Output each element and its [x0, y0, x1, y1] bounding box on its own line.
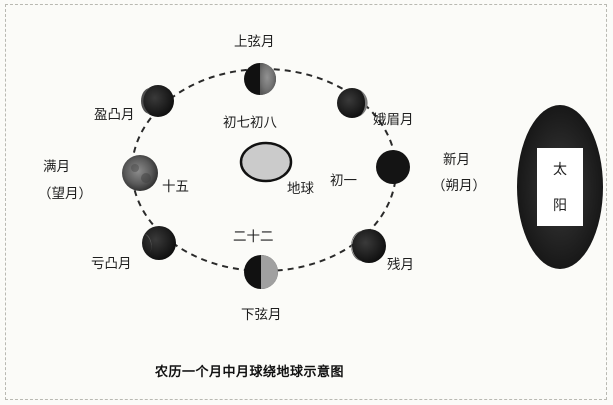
label-first-quarter: 上弦月 [234, 34, 275, 50]
label-waxing-crescent: 娥眉月 [373, 112, 414, 128]
label-full-moon-alt: （望月） [38, 186, 92, 202]
label-sun-char-1: 太 [553, 162, 567, 178]
moon-full [122, 155, 158, 191]
earth [239, 141, 293, 183]
label-day-22: 二十二 [233, 229, 274, 245]
moon-waning-gibbous [142, 226, 176, 260]
moon-new [376, 150, 410, 184]
label-earth: 地球 [287, 181, 314, 197]
label-new-moon: 新月 [443, 152, 470, 168]
label-sun: 太 阳 [537, 148, 583, 226]
moon-first-quarter [244, 63, 276, 95]
frame-border [5, 4, 607, 400]
label-waning-gibbous: 亏凸月 [91, 256, 132, 272]
label-waning-crescent: 残月 [387, 257, 414, 273]
moon-last-quarter [244, 255, 278, 289]
diagram-caption: 农历一个月中月球绕地球示意图 [155, 365, 345, 380]
label-full-moon: 满月 [43, 159, 70, 175]
label-day-7-8: 初七初八 [223, 115, 277, 131]
moon-waxing-gibbous [141, 85, 174, 117]
label-day-15: 十五 [162, 179, 189, 195]
label-sun-char-2: 阳 [553, 198, 567, 214]
label-last-quarter: 下弦月 [241, 307, 282, 323]
label-waxing-gibbous: 盈凸月 [94, 107, 135, 123]
label-new-moon-alt: （朔月） [432, 178, 486, 194]
label-day-1: 初一 [330, 173, 357, 189]
sun-label-box [537, 148, 583, 226]
moon-waxing-crescent [337, 88, 368, 118]
moon-waning-crescent [351, 229, 386, 263]
